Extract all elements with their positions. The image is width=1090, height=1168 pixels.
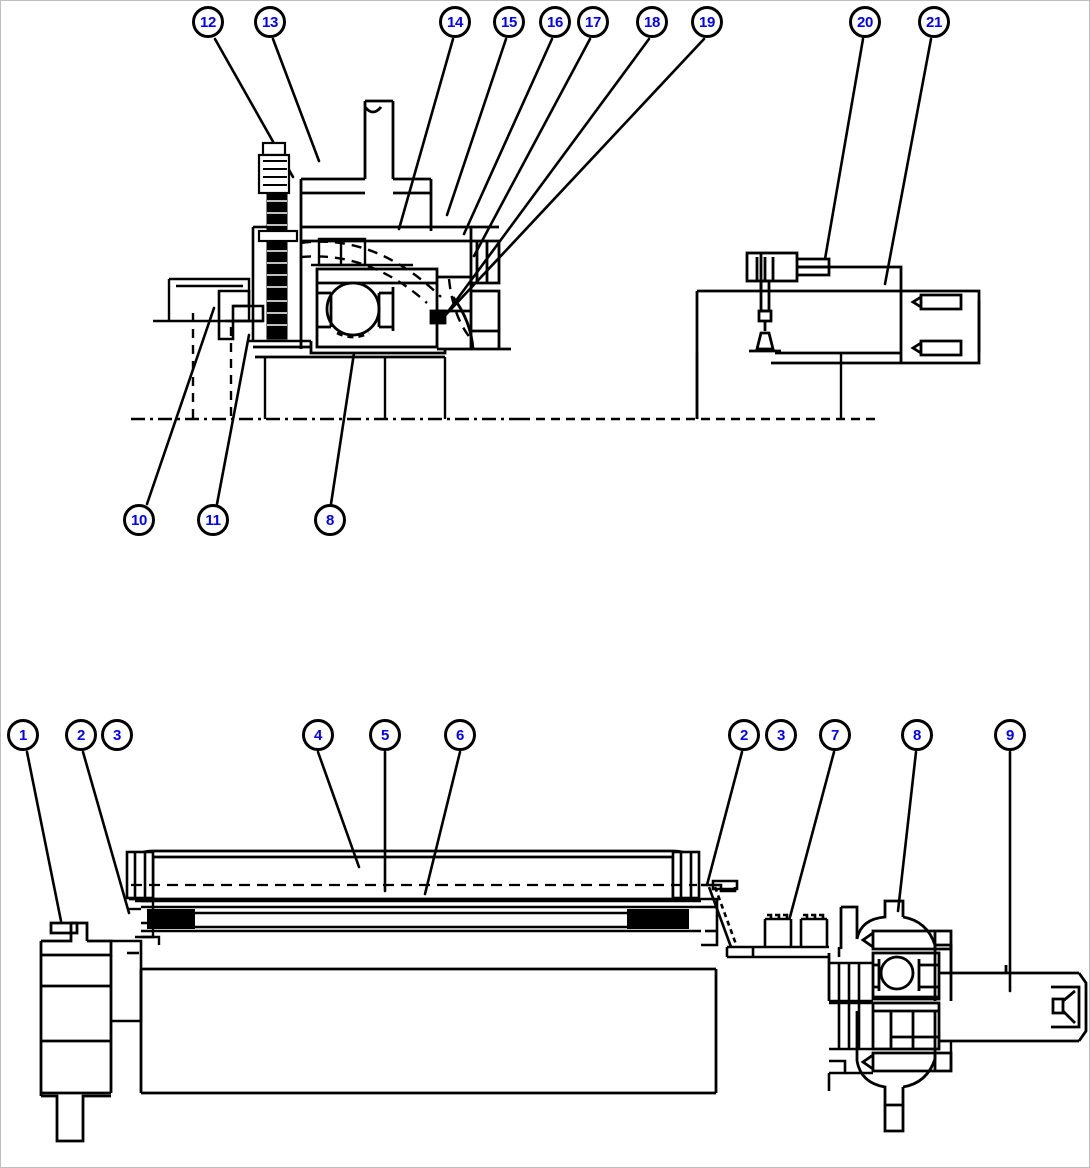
ball-detail — [315, 267, 439, 349]
callout-2-right[interactable]: 2 — [728, 719, 760, 751]
callout-9[interactable]: 9 — [994, 719, 1026, 751]
callout-11[interactable]: 11 — [197, 504, 229, 536]
callout-21[interactable]: 21 — [918, 6, 950, 38]
callout-1[interactable]: 1 — [7, 719, 39, 751]
callout-3-left[interactable]: 3 — [101, 719, 133, 751]
callout-7[interactable]: 7 — [819, 719, 851, 751]
leader-lines-lower — [25, 750, 1012, 993]
inner-rod — [141, 899, 701, 933]
rod-clevis-end — [695, 251, 903, 419]
callout-13[interactable]: 13 — [254, 6, 286, 38]
callout-3-right[interactable]: 3 — [765, 719, 797, 751]
cover-tube — [127, 849, 699, 901]
callout-14[interactable]: 14 — [439, 6, 471, 38]
callout-8-lower[interactable]: 8 — [901, 719, 933, 751]
callout-5[interactable]: 5 — [369, 719, 401, 751]
cylinder-body — [139, 967, 718, 1095]
callout-10[interactable]: 10 — [123, 504, 155, 536]
head-housing — [299, 99, 433, 349]
threaded-stud — [257, 141, 299, 340]
callout-20[interactable]: 20 — [849, 6, 881, 38]
callout-4[interactable]: 4 — [302, 719, 334, 751]
piston-rod — [939, 965, 1088, 1043]
cylinder-base-end — [39, 921, 113, 1143]
callout-12[interactable]: 12 — [192, 6, 224, 38]
lower-full-assembly-view — [39, 849, 1088, 1143]
callout-2-left[interactable]: 2 — [65, 719, 97, 751]
fasteners — [751, 913, 841, 957]
upper-detail-section-view — [131, 99, 981, 421]
callout-18[interactable]: 18 — [636, 6, 668, 38]
leader-lines-upper-top — [213, 37, 933, 324]
leader-lines-upper-bottom — [145, 306, 356, 506]
callout-16[interactable]: 16 — [539, 6, 571, 38]
callout-17[interactable]: 17 — [577, 6, 609, 38]
callout-6[interactable]: 6 — [444, 719, 476, 751]
callout-19[interactable]: 19 — [691, 6, 723, 38]
callout-8-upper[interactable]: 8 — [314, 504, 346, 536]
callout-15[interactable]: 15 — [493, 6, 525, 38]
